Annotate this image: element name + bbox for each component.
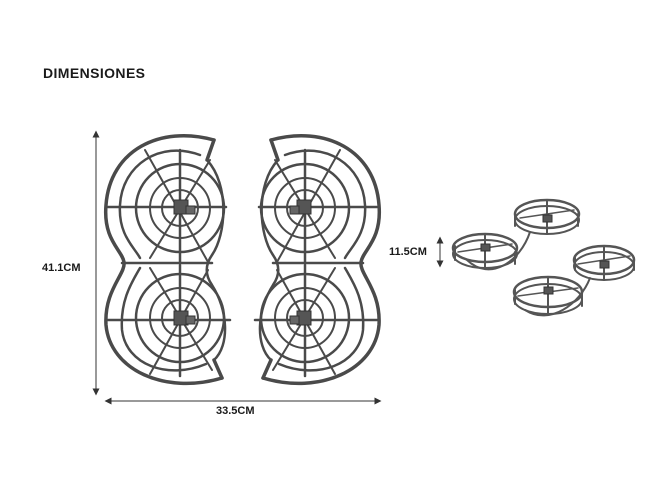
depth-label: 11.5CM xyxy=(389,246,427,258)
height-label: 41.1CM xyxy=(42,262,81,274)
left-propeller-guard xyxy=(104,134,232,386)
page-title: DIMENSIONES xyxy=(43,65,146,81)
perspective-guard-upper xyxy=(451,198,581,271)
width-label: 33.5CM xyxy=(216,405,255,417)
right-propeller-guard xyxy=(253,134,381,386)
perspective-guard-lower xyxy=(512,244,636,317)
